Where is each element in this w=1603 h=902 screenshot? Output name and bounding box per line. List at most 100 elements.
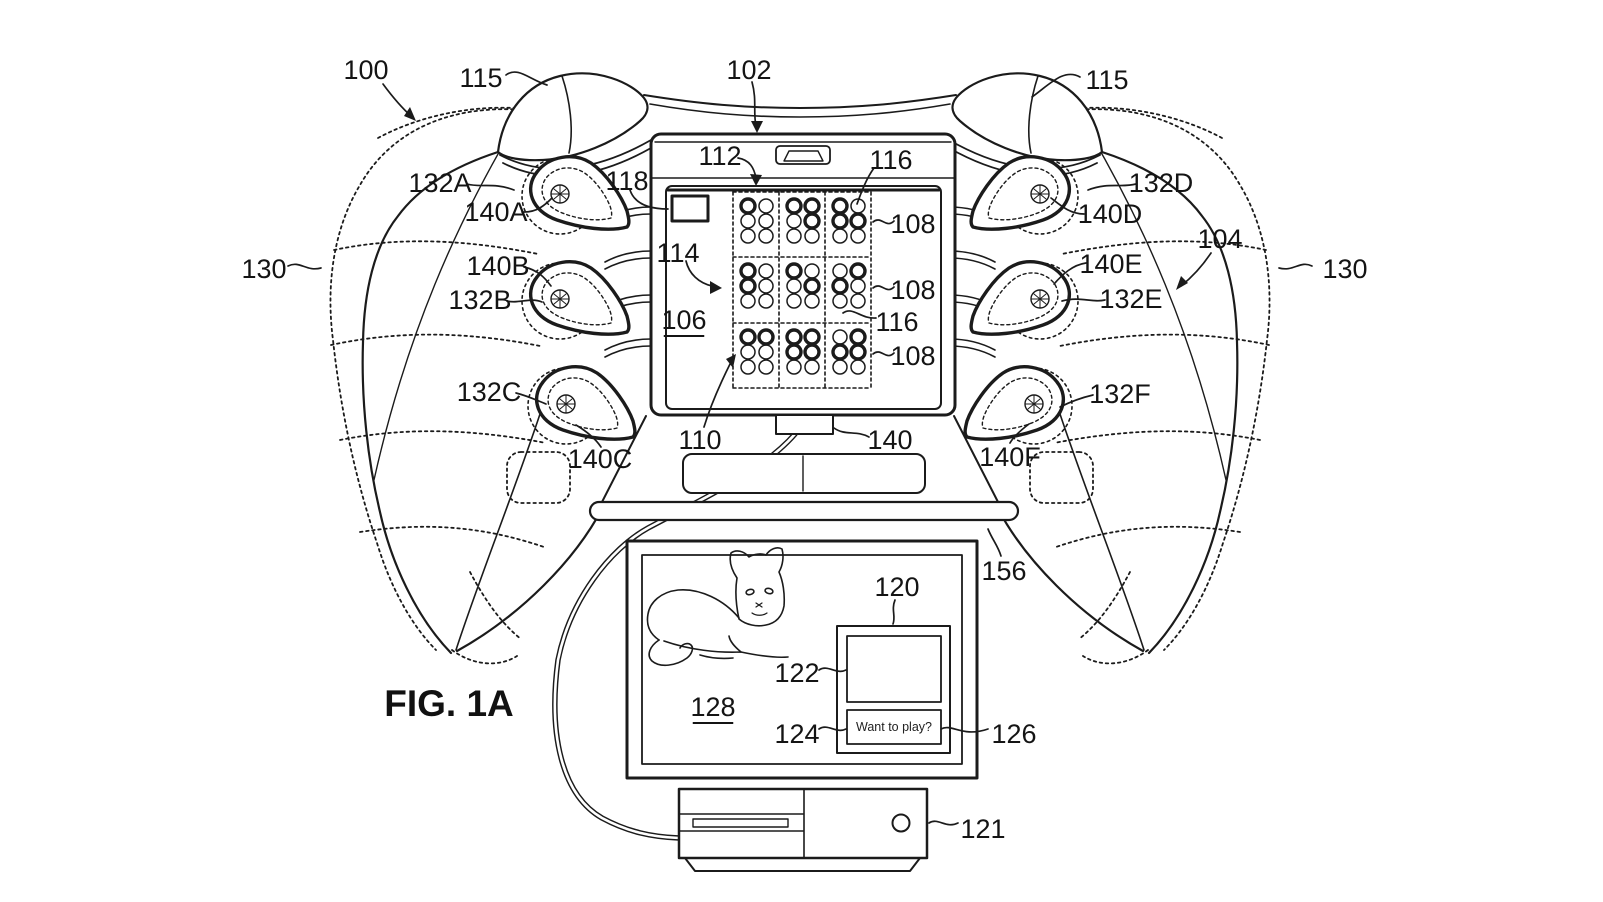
braille-dot-raised	[849, 343, 867, 361]
ref-label-132F-25: 132F	[1089, 379, 1151, 409]
tv-screen	[641, 554, 963, 765]
ref-label-106-18: 106	[661, 305, 706, 335]
ref-label-140E-19: 140E	[1079, 249, 1142, 279]
controller-top-edge	[643, 94, 957, 118]
ref-label-115-3: 115	[1085, 65, 1128, 95]
ref-label-132B-14: 132B	[448, 285, 511, 315]
ref-label-116-17: 116	[875, 307, 918, 337]
ref-label-130-22: 130	[1322, 254, 1367, 284]
ref-label-100-0: 100	[343, 55, 388, 85]
ref-label-140F-29: 140F	[979, 442, 1041, 472]
ref-label-115-1: 115	[459, 63, 502, 93]
ref-label-114-15: 114	[656, 238, 699, 268]
braille-dot	[850, 228, 866, 244]
prompt-box-124[interactable]	[846, 709, 942, 745]
braille-dot	[804, 293, 820, 309]
ref-label-108-16: 108	[890, 275, 935, 305]
ref-label-132A-7: 132A	[408, 168, 471, 198]
braille-dot	[758, 293, 774, 309]
braille-dot-raised	[739, 277, 757, 295]
braille-dot-raised	[803, 277, 821, 295]
controller-grip	[361, 132, 647, 655]
braille-dot-raised	[831, 277, 849, 295]
paddle-button-140A	[550, 184, 570, 204]
controller-cable	[552, 431, 798, 841]
module-screen	[665, 185, 942, 410]
braille-dot-raised	[831, 343, 849, 361]
braille-dot	[832, 293, 848, 309]
braille-dot	[804, 228, 820, 244]
braille-dot	[786, 359, 802, 375]
ref-label-124-34: 124	[774, 719, 819, 749]
controller-bottom	[588, 453, 1020, 522]
user-hand-outline	[329, 106, 571, 665]
braille-dot	[786, 213, 802, 229]
braille-dot	[758, 263, 774, 279]
panel-120	[836, 625, 951, 754]
braille-dot	[758, 344, 774, 360]
braille-dot	[758, 213, 774, 229]
braille-dot-raised	[849, 262, 867, 280]
braille-dot	[850, 278, 866, 294]
braille-dot	[740, 293, 756, 309]
paddle-132C	[527, 365, 637, 445]
controller-left-half	[329, 72, 652, 665]
ref-label-132C-23: 132C	[457, 377, 522, 407]
braille-dot	[740, 359, 756, 375]
disc-slot[interactable]	[692, 818, 789, 828]
braille-dot-raised	[739, 197, 757, 215]
module-connector-port	[775, 145, 831, 165]
braille-dot-raised	[803, 343, 821, 361]
cat-eye	[764, 587, 774, 595]
ref-label-116-5: 116	[869, 145, 912, 175]
power-button[interactable]	[891, 813, 911, 833]
braille-dot-raised	[739, 328, 757, 346]
braille-dot	[740, 213, 756, 229]
braille-dot	[850, 293, 866, 309]
cat-illustration	[646, 547, 789, 667]
ref-label-128-33: 128	[690, 692, 735, 722]
braille-dot-raised	[785, 197, 803, 215]
braille-module	[649, 132, 957, 435]
ref-label-110-27: 110	[678, 425, 721, 455]
braille-dot	[740, 228, 756, 244]
module-indicator-118	[670, 194, 710, 223]
game-console	[677, 787, 929, 872]
ref-label-102-2: 102	[726, 55, 771, 85]
ref-label-140D-10: 140D	[1078, 199, 1143, 229]
braille-dot	[786, 278, 802, 294]
ref-label-122-32: 122	[774, 658, 819, 688]
ref-label-108-11: 108	[890, 209, 935, 239]
ref-label-112-4: 112	[698, 141, 741, 171]
tv-display: Want to play?	[625, 539, 979, 780]
ref-label-156-30: 156	[981, 556, 1026, 586]
bottom-bar	[588, 500, 1020, 522]
battery-door	[682, 453, 926, 494]
braille-dots-layer	[739, 197, 867, 375]
braille-dot	[758, 228, 774, 244]
braille-dot	[758, 359, 774, 375]
braille-cell-grid	[732, 191, 872, 389]
braille-dot	[758, 198, 774, 214]
panel-box-122	[846, 635, 942, 703]
braille-dot-raised	[849, 212, 867, 230]
ref-label-132E-20: 132E	[1099, 284, 1162, 314]
braille-dot-raised	[757, 328, 775, 346]
ref-label-132D-9: 132D	[1129, 168, 1194, 198]
ref-label-121-36: 121	[960, 814, 1005, 844]
braille-dot-raised	[785, 343, 803, 361]
ref-label-140-28: 140	[867, 425, 912, 455]
ref-label-126-35: 126	[991, 719, 1036, 749]
braille-dot	[804, 359, 820, 375]
figure-caption: FIG. 1A	[384, 683, 514, 724]
ref-label-104-21: 104	[1197, 224, 1242, 254]
ref-label-140A-8: 140A	[464, 197, 527, 227]
braille-dot	[786, 293, 802, 309]
paddle-button-140C	[556, 394, 576, 414]
tv-prompt-text: Want to play?	[856, 720, 932, 734]
fingertip-pad	[506, 451, 571, 504]
cat-eye	[745, 588, 755, 596]
ref-label-140C-26: 140C	[568, 444, 633, 474]
ref-label-118-6: 118	[605, 166, 648, 196]
